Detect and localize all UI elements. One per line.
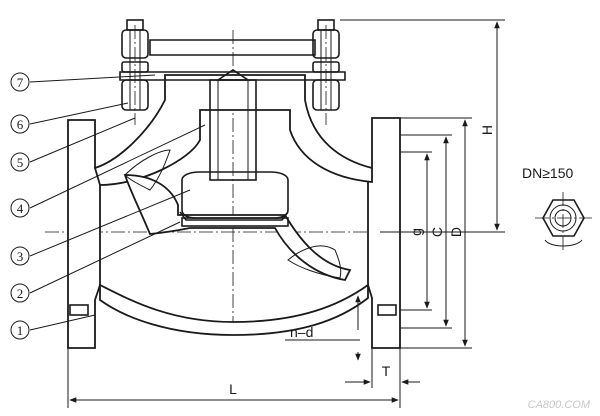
dimension-nd-label: n–d <box>290 324 313 340</box>
body-upper-shell <box>93 74 373 186</box>
callout-3: 3 <box>10 246 30 266</box>
yoke-bar <box>149 39 316 56</box>
dimension-d-label: D <box>448 227 464 237</box>
callout-1-label: 1 <box>17 323 24 338</box>
callout-5-label: 5 <box>17 155 24 170</box>
callout-7: 7 <box>10 72 30 92</box>
valve-stem <box>209 69 257 181</box>
dn-note: DN≥150 <box>522 165 573 181</box>
body-lower-shell <box>99 283 369 336</box>
left-bolt <box>121 19 149 111</box>
dimension-t-label: T <box>382 363 391 379</box>
watermark: CA800.COM <box>528 399 591 411</box>
callout-3-label: 3 <box>17 249 24 264</box>
callout-4-label: 4 <box>17 201 24 216</box>
leader-lines <box>29 74 206 331</box>
dimension-g-label: g <box>408 228 424 236</box>
dimension-l-label: L <box>229 381 237 397</box>
callout-6-label: 6 <box>17 117 24 132</box>
callout-1: 1 <box>10 320 30 340</box>
upper-left-cavity <box>124 149 171 191</box>
hex-nut-detail <box>535 192 592 250</box>
right-bolt <box>312 19 340 111</box>
seat-ring <box>181 217 289 227</box>
dimension-h-label: H <box>479 125 495 135</box>
callout-2: 2 <box>10 283 30 303</box>
flange-bolt-holes <box>69 304 397 316</box>
valve-disc <box>179 171 289 221</box>
valve-body <box>67 74 401 349</box>
callout-2-label: 2 <box>17 286 24 301</box>
body-partition <box>123 174 352 281</box>
dimension-c-label: C <box>429 227 445 237</box>
callout-6: 6 <box>10 114 30 134</box>
callout-7-label: 7 <box>17 75 24 90</box>
bonnet-assembly <box>119 39 346 81</box>
lower-right-cavity <box>287 245 342 279</box>
callout-4: 4 <box>10 198 30 218</box>
dimension-lines <box>67 19 505 408</box>
callout-5: 5 <box>10 152 30 172</box>
